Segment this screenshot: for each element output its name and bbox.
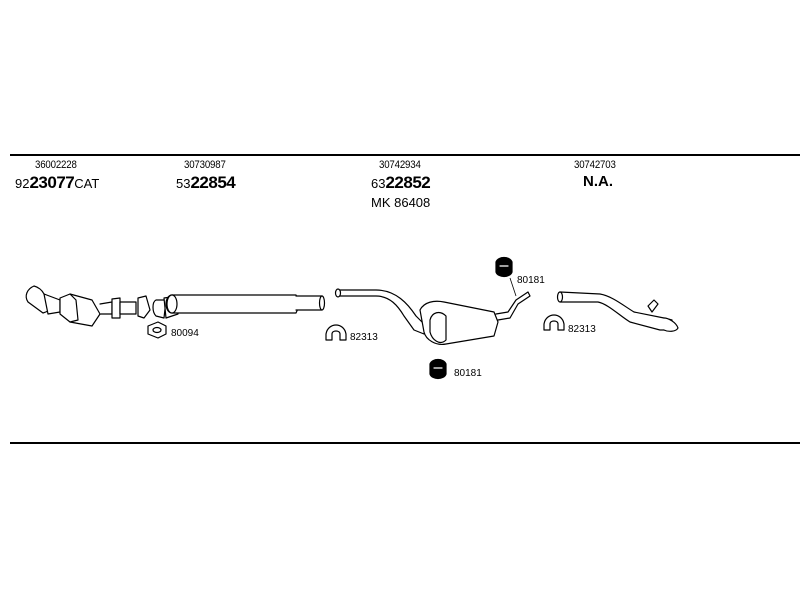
part-number: 6322852 [371,173,431,192]
rear-silencer-drawing [334,288,531,345]
part-rear-silencer: 30742934 6322852 MK 86408 [371,159,431,210]
middle-silencer-drawing [152,294,326,319]
part-tail-pipe: 30742703 N.A. [574,160,621,190]
callout-clamp-rear: 82313 [568,324,596,335]
tail-pipe-drawing [556,291,679,332]
clamp-drawing-middle [325,324,347,341]
rubber-mount-drawing-upper [495,256,513,278]
part-number-not-available: N.A. [583,173,613,190]
part-number: 5322854 [176,173,236,192]
callout-clamp-middle: 82313 [350,332,378,343]
clamp-drawing-rear [543,314,565,331]
gasket-drawing [147,321,167,339]
bottom-divider [10,442,800,444]
callout-mount-upper: 80181 [517,275,545,286]
top-divider [10,154,800,156]
part-catalytic-converter: 36002228 9223077CAT [15,160,99,192]
catalytic-converter-drawing [25,285,151,327]
leader-line-mount-upper [509,277,517,297]
rubber-mount-drawing-lower [429,358,447,380]
oe-number: 30742934 [379,159,421,171]
oe-number: 30730987 [184,159,226,171]
callout-mount-lower: 80181 [454,368,482,379]
callout-gasket: 80094 [171,328,199,339]
oe-number: 30742703 [574,159,616,171]
part-middle-silencer: 30730987 5322854 [176,159,236,192]
part-number: 9223077CAT [15,173,100,192]
mounting-kit-number: MK 86408 [371,195,431,210]
oe-number: 36002228 [35,159,77,171]
